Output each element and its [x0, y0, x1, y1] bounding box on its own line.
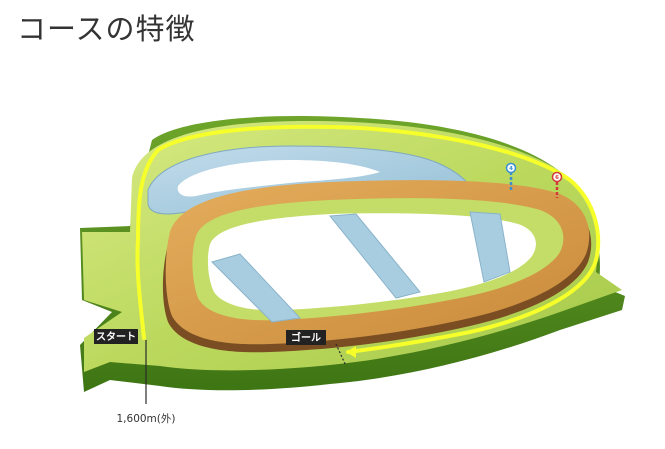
red-pole-marker: 6: [551, 171, 563, 198]
start-tag: スタート: [94, 329, 138, 344]
infield-connector-left: [211, 253, 302, 323]
blue-pole-number: 4: [509, 166, 513, 172]
red-pole-number: 6: [555, 175, 559, 181]
start-label: スタート: [96, 331, 136, 343]
goal-tag: ゴール: [286, 330, 326, 345]
page-title: コースの特徴: [17, 12, 196, 46]
goal-line: [335, 343, 347, 367]
course-route-line: [135, 124, 601, 354]
course-route-arrow: [346, 346, 356, 358]
infield-connector-right: [469, 211, 511, 283]
blue-pole-marker: 4: [505, 162, 517, 190]
distance-label: 1,600m(外): [117, 413, 176, 425]
inner-blue-hole: [177, 160, 380, 197]
infield-connector-middle: [329, 213, 421, 299]
goal-label: ゴール: [291, 331, 321, 344]
